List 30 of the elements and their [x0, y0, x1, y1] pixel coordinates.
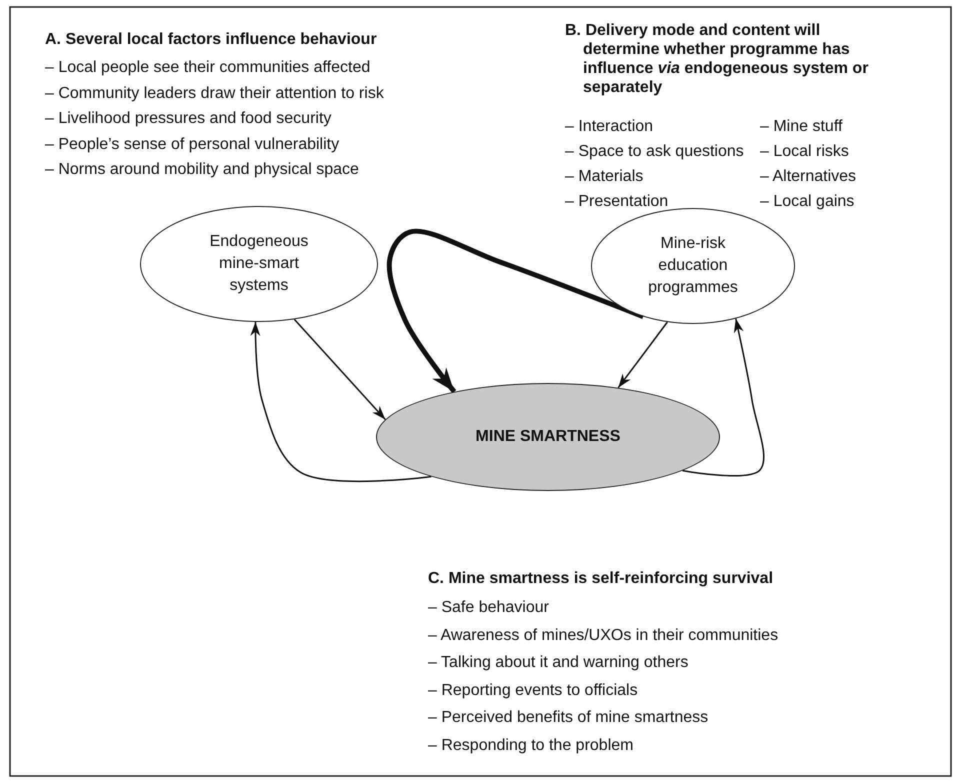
list-item: – Alternatives: [760, 167, 856, 186]
list-item: – Reporting events to officials: [428, 680, 638, 700]
arrow: [294, 318, 386, 420]
list-item: – Space to ask questions: [565, 142, 744, 161]
list-item: – Community leaders draw their attention to risk: [45, 84, 384, 102]
list-item: – Local risks: [760, 142, 849, 161]
node-label: MINE SMARTNESS: [474, 427, 622, 447]
list-item: – Safe behaviour: [428, 598, 549, 617]
arrow: [682, 318, 764, 476]
list-item: – Local people see their communities affected: [45, 58, 370, 77]
section-heading: A. Several local factors influence behaviour: [45, 30, 377, 49]
node-label: Mine-risk education programmes: [647, 234, 739, 298]
list-item: – Local gains: [760, 192, 854, 211]
list-item: – Presentation: [565, 192, 668, 211]
section-heading: C. Mine smartness is self-reinforcing survival: [428, 569, 774, 588]
list-item: – Materials: [565, 167, 644, 186]
list-item: – Interaction: [565, 117, 654, 136]
list-item: – Responding to the problem: [428, 736, 634, 754]
arrow: [386, 228, 644, 394]
list-item: – Talking about it and warning others: [428, 653, 688, 672]
arrow: [618, 322, 668, 388]
list-item: – Norms around mobility and physical space: [45, 160, 359, 179]
section-heading: B. Delivery mode and content will determine whether programme has influence via endogeneous system or separately: [565, 21, 870, 97]
list-item: – Awareness of mines/UXOs in their communities: [428, 626, 778, 644]
node-label: Endogeneous mine-smart systems: [208, 232, 310, 296]
arrow: [250, 322, 432, 482]
list-item: – Mine stuff: [760, 117, 842, 136]
list-item: – People’s sense of personal vulnerability: [45, 134, 340, 154]
list-item: – Perceived benefits of mine smartness: [428, 708, 708, 727]
list-item: – Livelihood pressures and food security: [45, 109, 332, 128]
